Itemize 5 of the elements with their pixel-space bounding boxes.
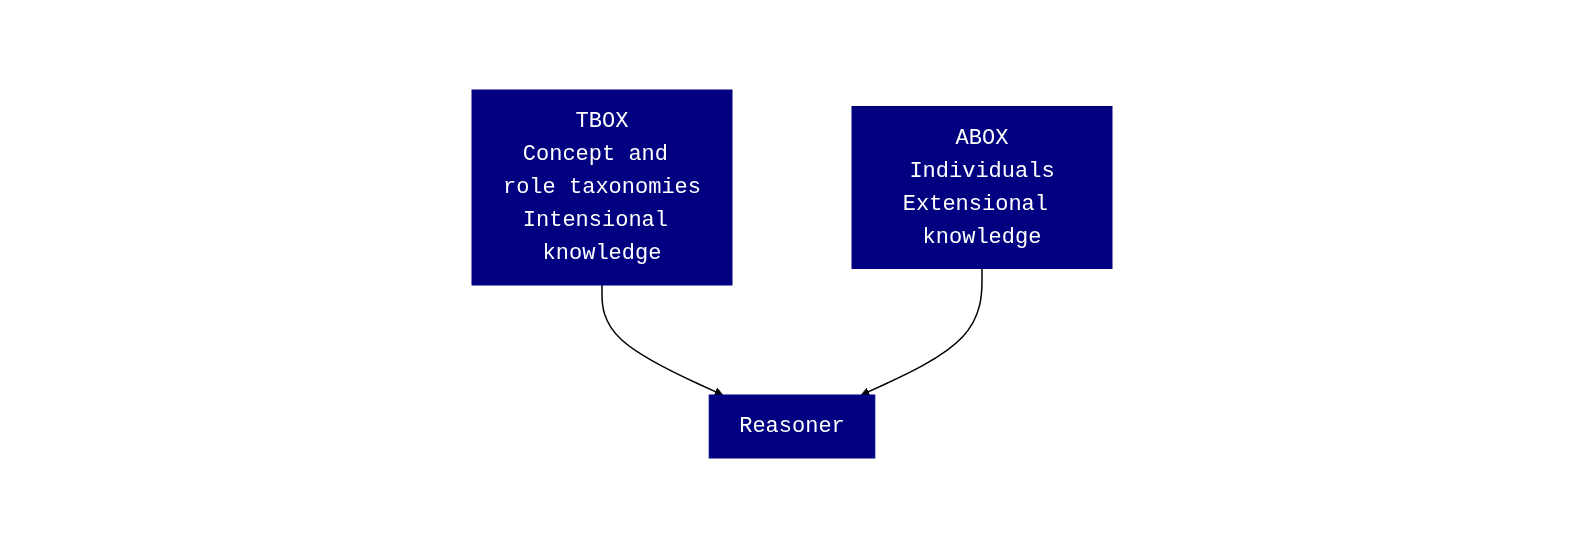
node-box: Reasoner — [708, 394, 875, 459]
arrow — [860, 267, 983, 396]
node-box: ABOX Individuals Extensional knowledge — [851, 106, 1112, 269]
arrow — [600, 284, 723, 396]
node-box: TBOX Concept and role taxonomies Intensional knowledge — [471, 89, 732, 286]
